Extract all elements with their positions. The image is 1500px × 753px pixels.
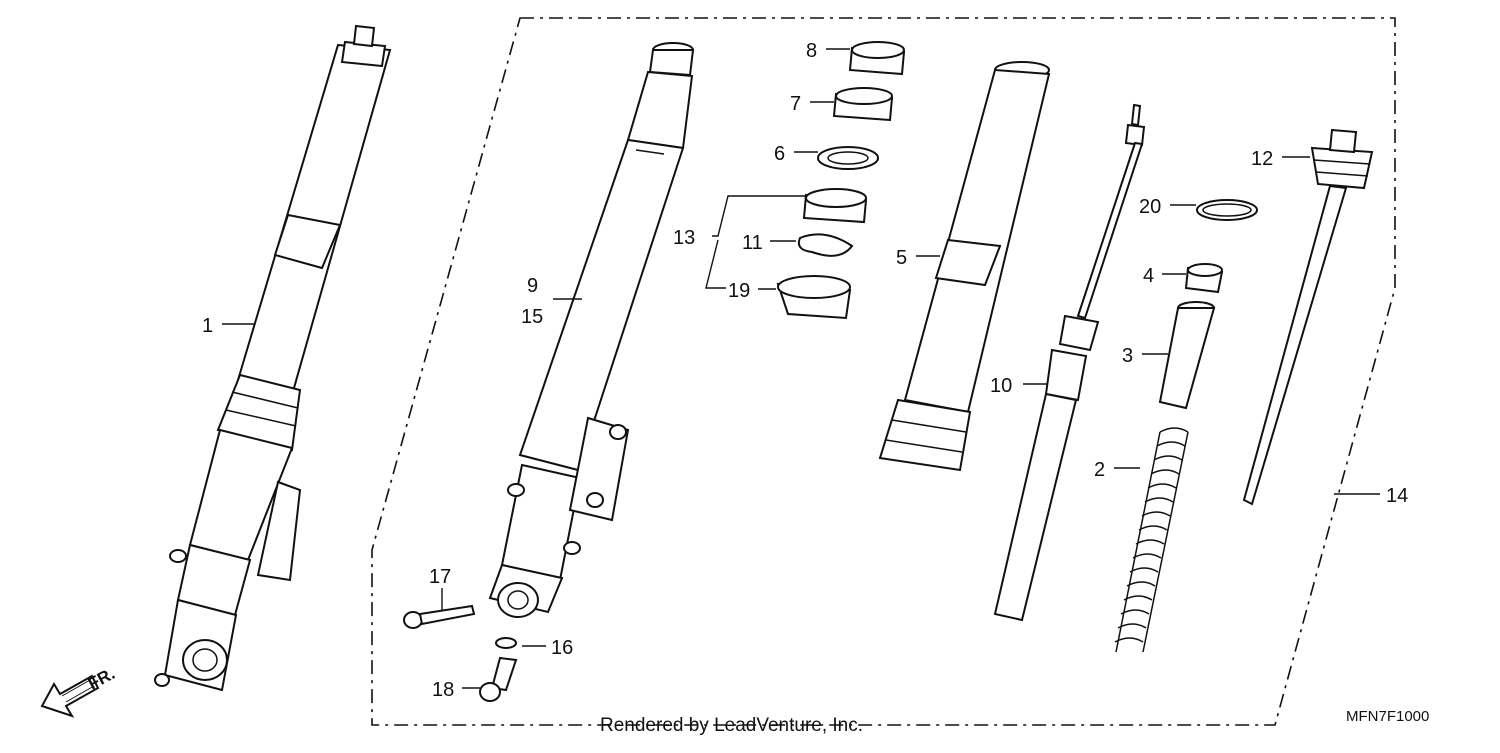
outer-tube-part-5[interactable] <box>878 61 1051 472</box>
bushing-part-8[interactable] <box>848 41 906 76</box>
fork-bolt-part-12[interactable] <box>1242 128 1374 506</box>
callout-13: 13 <box>673 227 695 249</box>
callout-10: 10 <box>990 375 1012 397</box>
callout-16: 16 <box>551 637 573 659</box>
washer-part-16[interactable] <box>495 637 517 649</box>
outer-tube-part-9-15[interactable] <box>488 42 695 618</box>
washer-part-6[interactable] <box>817 146 879 170</box>
callout-4: 4 <box>1143 265 1154 287</box>
render-credit: Rendered by LeadVenture, Inc. <box>600 715 863 736</box>
callout-14: 14 <box>1386 485 1408 507</box>
callout-12: 12 <box>1251 148 1273 170</box>
assembly-boundary <box>371 17 1396 726</box>
damper-rod-part-10[interactable] <box>993 103 1146 622</box>
callout-1: 1 <box>202 315 213 337</box>
leader-lines <box>222 48 1380 689</box>
diagram-code: MFN7F1000 <box>1346 708 1429 725</box>
callout-19: 19 <box>728 280 750 302</box>
callout-17: 17 <box>429 566 451 588</box>
callout-9: 9 <box>527 275 538 297</box>
callout-2: 2 <box>1094 459 1105 481</box>
callout-3: 3 <box>1122 345 1133 367</box>
dust-seal-part-19[interactable] <box>776 275 852 320</box>
callout-7: 7 <box>790 93 801 115</box>
callout-8: 8 <box>806 40 817 62</box>
o-ring-part-20[interactable] <box>1196 199 1258 221</box>
callout-20: 20 <box>1139 196 1161 218</box>
fork-assembly-part-1[interactable] <box>154 24 392 692</box>
oil-seal-part-13[interactable] <box>802 188 868 224</box>
callout-6: 6 <box>774 143 785 165</box>
spacer-part-3[interactable] <box>1158 301 1216 410</box>
bushing-part-7[interactable] <box>832 87 894 122</box>
fork-spring-part-2[interactable] <box>1114 427 1189 653</box>
callout-11: 11 <box>742 232 763 254</box>
bolt-part-17[interactable] <box>403 604 476 629</box>
arrow-down-left-icon <box>40 674 100 718</box>
stopper-ring-part-11[interactable] <box>797 233 854 257</box>
callout-15: 15 <box>521 306 543 328</box>
callout-5: 5 <box>896 247 907 269</box>
callout-18: 18 <box>432 679 454 701</box>
bolt-part-18[interactable] <box>479 656 518 702</box>
collar-part-4[interactable] <box>1184 263 1224 294</box>
